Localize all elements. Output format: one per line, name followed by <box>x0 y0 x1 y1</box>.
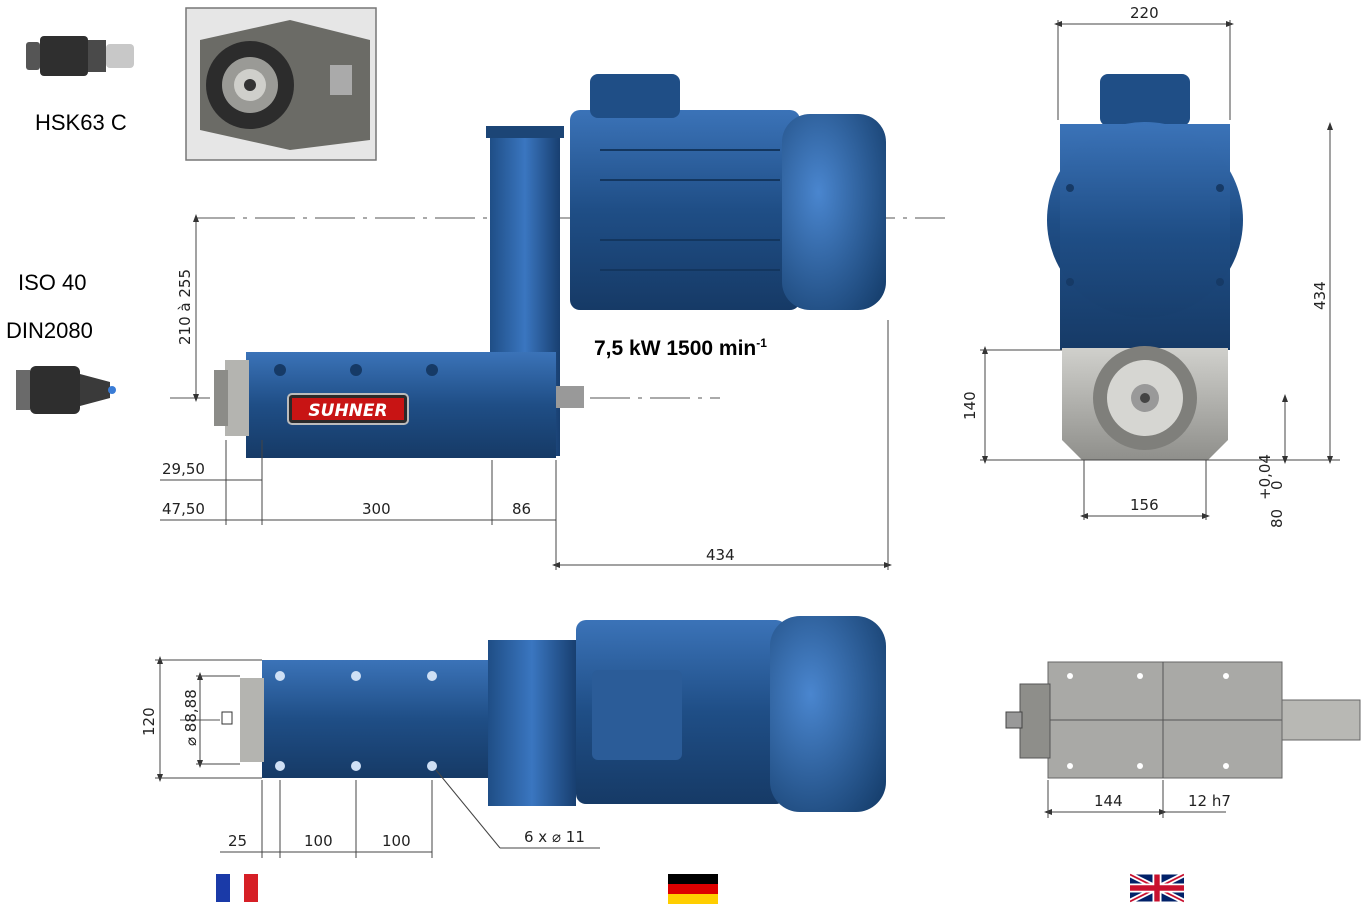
dim-front-spindle: 140 <box>961 391 979 420</box>
front-dimensions <box>980 20 1340 520</box>
flag-france-icon[interactable] <box>216 874 258 902</box>
dim-top-diameter: ⌀ 88,88 <box>182 689 200 746</box>
dim-tol-zero: 0 <box>1268 480 1286 490</box>
dim-holes: 6 x ⌀ 11 <box>524 828 585 846</box>
dim-top-height: 120 <box>140 707 158 736</box>
hsk-label: HSK63 C <box>35 110 127 135</box>
dim-top-3: 100 <box>382 832 411 850</box>
power-rating: 7,5 kW 1500 min-1 <box>594 336 767 361</box>
dim-side-2: 47,50 <box>162 500 205 518</box>
bottom-view <box>1005 661 1361 779</box>
iso-label: ISO 40 <box>18 270 87 295</box>
dim-front-base-height: 80 <box>1268 509 1286 528</box>
iso-tool-icon <box>16 366 116 414</box>
power-exponent: -1 <box>756 336 767 350</box>
dim-bottom-2: 12 h7 <box>1188 792 1231 810</box>
spindle-photo <box>185 7 377 161</box>
hsk-tool-icon <box>26 36 134 76</box>
dim-side-4: 86 <box>512 500 531 518</box>
dim-side-1: 29,50 <box>162 460 205 478</box>
din-label: DIN2080 <box>6 318 93 343</box>
dim-side-5: 434 <box>706 546 735 564</box>
dim-tol-plus: +0,04 <box>1256 454 1274 500</box>
flag-uk-icon[interactable] <box>1130 872 1184 904</box>
dim-bottom-1: 144 <box>1094 792 1123 810</box>
dim-vertical-offset: 210 à 255 <box>176 269 194 345</box>
bottom-dimensions <box>1044 780 1226 818</box>
dim-top-1: 25 <box>228 832 247 850</box>
brand-logo-text: SUHNER <box>308 401 387 421</box>
front-view <box>1047 74 1243 460</box>
power-text: 7,5 kW 1500 min <box>594 337 757 360</box>
dim-top-2: 100 <box>304 832 333 850</box>
dim-front-base: 156 <box>1130 496 1159 514</box>
top-view <box>180 616 886 812</box>
flag-germany-icon[interactable] <box>668 874 718 904</box>
dim-front-height: 434 <box>1311 281 1329 310</box>
top-dimensions <box>155 656 600 858</box>
side-view: SUHNER <box>170 74 945 458</box>
dim-front-width: 220 <box>1130 4 1159 22</box>
side-dimensions <box>160 214 892 570</box>
dim-side-3: 300 <box>362 500 391 518</box>
